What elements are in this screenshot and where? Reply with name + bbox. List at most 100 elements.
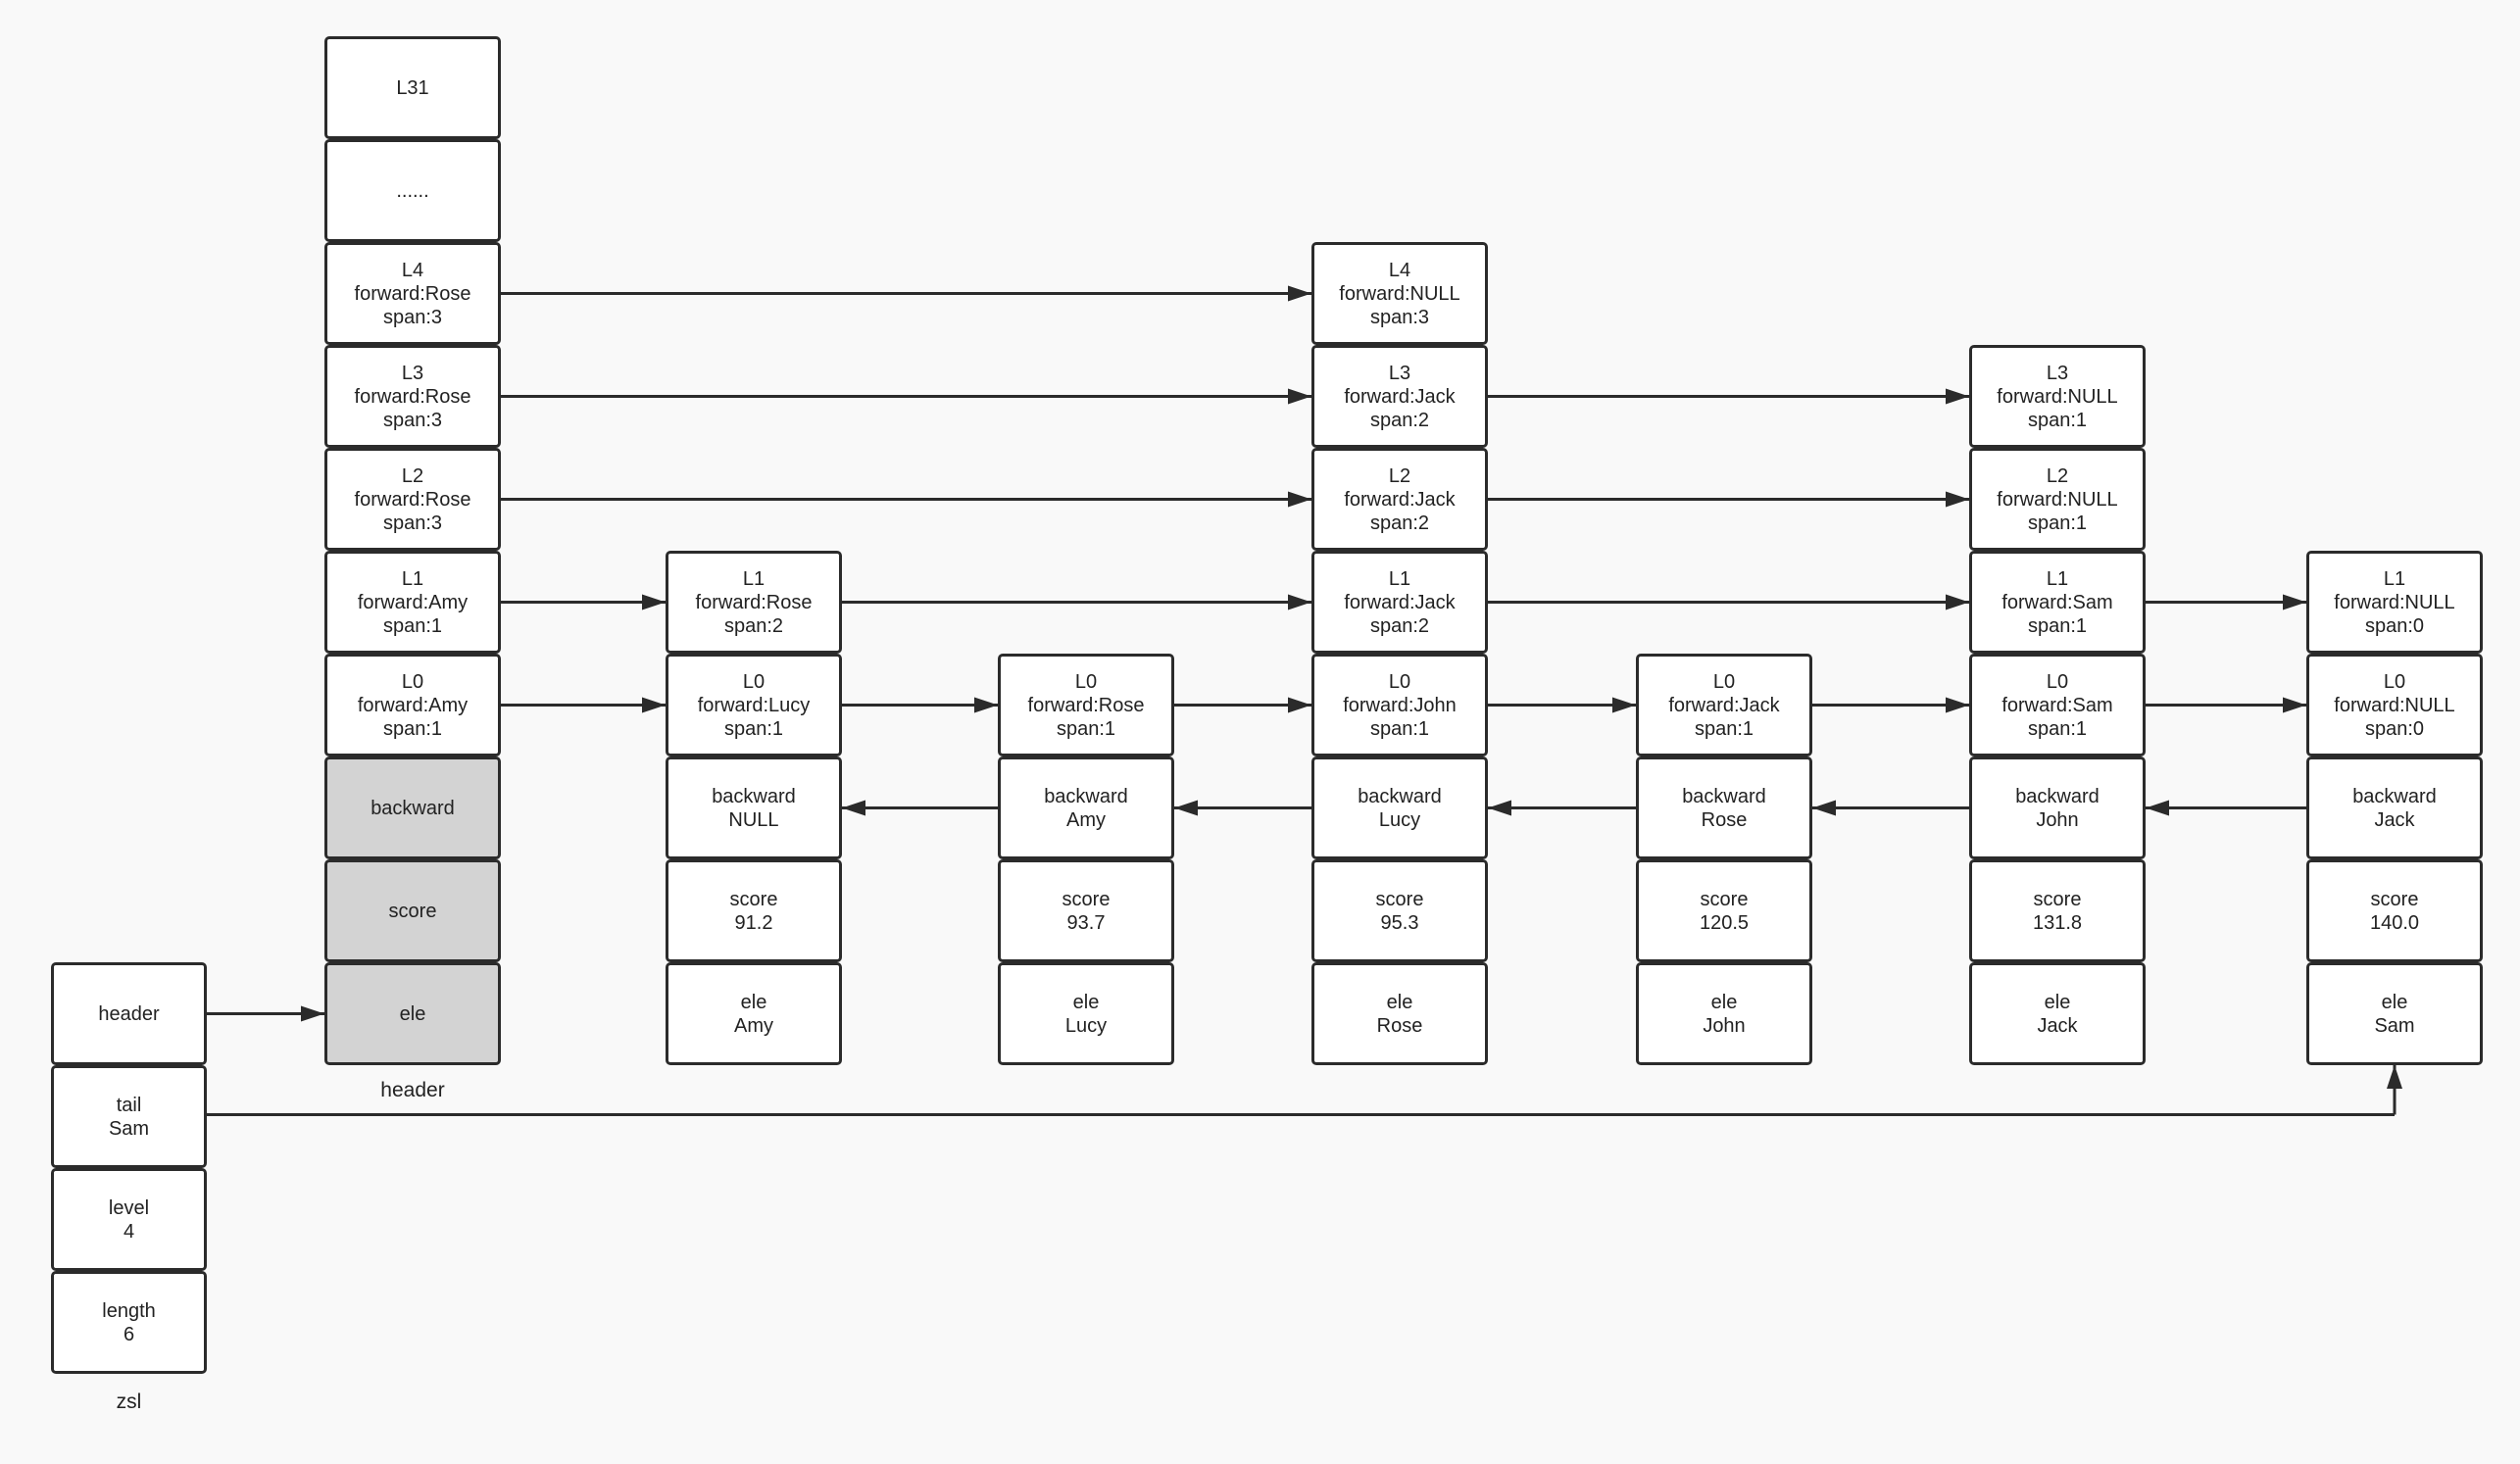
node-rose-level-cell-text: L1: [1388, 567, 1411, 590]
node-sam-level-cell-text: span:0: [2364, 614, 2425, 637]
node-lucy-ele-cell-text: Lucy: [1064, 1014, 1108, 1037]
node-sam-level-cell-text: forward:NULL: [2334, 694, 2455, 716]
header-score-cell-text: score: [388, 900, 437, 922]
header-level-cell-text: L31: [396, 76, 429, 99]
header-level-cell: ......: [324, 139, 501, 242]
header-level-cell-text: L0: [401, 670, 424, 693]
header-level-cell-text: forward:Rose: [354, 385, 471, 408]
node-lucy-level-cell-text: L0: [1074, 670, 1098, 693]
node-jack-level-cell-text: forward:Sam: [2001, 591, 2113, 613]
header-score-cell: score: [324, 859, 501, 962]
node-lucy-level-cell-text: span:1: [1056, 717, 1116, 740]
node-jack-ele-cell-text: Jack: [2037, 1014, 2078, 1037]
node-jack-score-cell-text: 131.8: [2032, 911, 2083, 934]
node-john-ele-cell-text: ele: [1710, 991, 1738, 1013]
node-sam-level-cell-text: L0: [2383, 670, 2406, 693]
node-rose-ele-cell-text: Rose: [1376, 1014, 1423, 1037]
node-rose-level-cell-text: span:1: [1369, 717, 1430, 740]
node-rose-backward-cell-text: Lucy: [1378, 808, 1421, 831]
node-lucy-backward-cell-text: Amy: [1066, 808, 1106, 831]
node-sam-backward-cell-text: backward: [2352, 785, 2437, 807]
node-rose-level-cell-text: forward:NULL: [1339, 282, 1460, 305]
node-john-ele-cell-text: John: [1703, 1014, 1746, 1037]
zsl-field-cell-text: 6: [123, 1323, 135, 1345]
node-lucy-ele-cell-text: ele: [1072, 991, 1100, 1013]
node-lucy-score-cell-text: 93.7: [1066, 911, 1106, 934]
node-john-level-cell-text: forward:Jack: [1668, 694, 1780, 716]
node-rose-backward-cell-text: backward: [1358, 785, 1442, 807]
header-level-cell-text: span:1: [382, 614, 443, 637]
zsl-field-cell: header: [51, 962, 207, 1065]
node-sam-level-cell-text: L1: [2383, 567, 2406, 590]
node-jack-level-cell-text: L0: [2046, 670, 2069, 693]
node-jack-level-cell-text: span:1: [2027, 512, 2088, 534]
node-jack-level-cell-text: span:1: [2027, 614, 2088, 637]
node-lucy-level-cell-text: forward:Rose: [1027, 694, 1145, 716]
node-sam-level-cell-text: forward:NULL: [2334, 591, 2455, 613]
node-jack-level-cell-text: L3: [2046, 362, 2069, 384]
header-level-cell-text: L2: [401, 464, 424, 487]
header-level-cell-text: span:3: [382, 512, 443, 534]
zsl-field-cell-text: level: [108, 1196, 150, 1219]
zsl-field-cell-text: tail: [116, 1094, 142, 1116]
node-jack-level-cell-text: forward:NULL: [1997, 488, 2118, 511]
node-rose-level-cell-text: L2: [1388, 464, 1411, 487]
node-amy-score-cell-text: score: [729, 888, 778, 910]
node-jack-backward-cell-text: John: [2036, 808, 2079, 831]
node-sam-score-cell-text: 140.0: [2369, 911, 2420, 934]
zsl-field-cell-text: length: [102, 1299, 156, 1322]
header-level-cell-text: L3: [401, 362, 424, 384]
node-john-score-cell-text: score: [1700, 888, 1749, 910]
header-level-cell-text: forward:Amy: [357, 694, 469, 716]
node-rose-level-cell-text: L4: [1388, 259, 1411, 281]
node-rose-level-cell-text: span:2: [1369, 614, 1430, 637]
node-rose-level-cell-text: span:2: [1369, 409, 1430, 431]
header-backward-cell-text: backward: [371, 797, 455, 819]
node-jack-level-cell-text: L1: [2046, 567, 2069, 590]
node-john-level-cell-text: L0: [1712, 670, 1736, 693]
header-level-cell: L31: [324, 36, 501, 139]
zsl-field-cell-text: 4: [123, 1220, 135, 1243]
header-level-cell-text: L4: [401, 259, 424, 281]
node-amy-level-cell-text: forward:Lucy: [697, 694, 811, 716]
node-sam-ele-cell-text: Sam: [2374, 1014, 2415, 1037]
header-level-cell-text: forward:Rose: [354, 488, 471, 511]
node-amy-level-cell-text: L0: [742, 670, 766, 693]
node-rose-level-cell-text: forward:Jack: [1344, 385, 1456, 408]
node-rose-level-cell-text: forward:Jack: [1344, 488, 1456, 511]
node-jack-level-cell-text: L2: [2046, 464, 2069, 487]
node-jack-level-cell-text: span:1: [2027, 717, 2088, 740]
node-amy-level-cell-text: L1: [742, 567, 766, 590]
node-rose-score-cell-text: score: [1375, 888, 1424, 910]
node-john-backward-cell-text: Rose: [1701, 808, 1748, 831]
node-sam-backward-cell-text: Jack: [2374, 808, 2415, 831]
header-ele-cell: ele: [324, 962, 501, 1065]
